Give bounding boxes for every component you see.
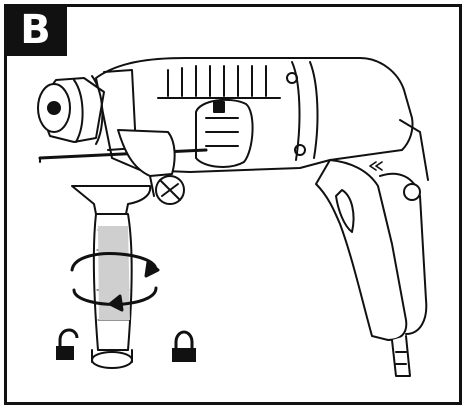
- lock-icon: [172, 330, 196, 362]
- side-handle-clamp: [117, 129, 185, 205]
- reverse-switch: [403, 183, 421, 201]
- housing-screw: [294, 144, 306, 156]
- housing-screw: [286, 72, 298, 84]
- drill-body: [95, 57, 414, 173]
- rear-handle: [315, 159, 408, 341]
- rotate-arrows-icon: [70, 252, 160, 312]
- mode-selector: [195, 98, 254, 168]
- gear-housing: [291, 61, 301, 161]
- figure-label: B: [4, 4, 67, 56]
- double-chevron-left-icon: [369, 161, 383, 171]
- power-cord: [391, 335, 411, 377]
- unlock-icon: [56, 328, 79, 360]
- cooling-vents: [157, 65, 281, 99]
- chuck: [37, 69, 137, 151]
- figure-frame: [4, 4, 462, 405]
- depth-rod: [38, 148, 208, 160]
- trigger: [335, 189, 355, 233]
- side-handle: [71, 185, 152, 369]
